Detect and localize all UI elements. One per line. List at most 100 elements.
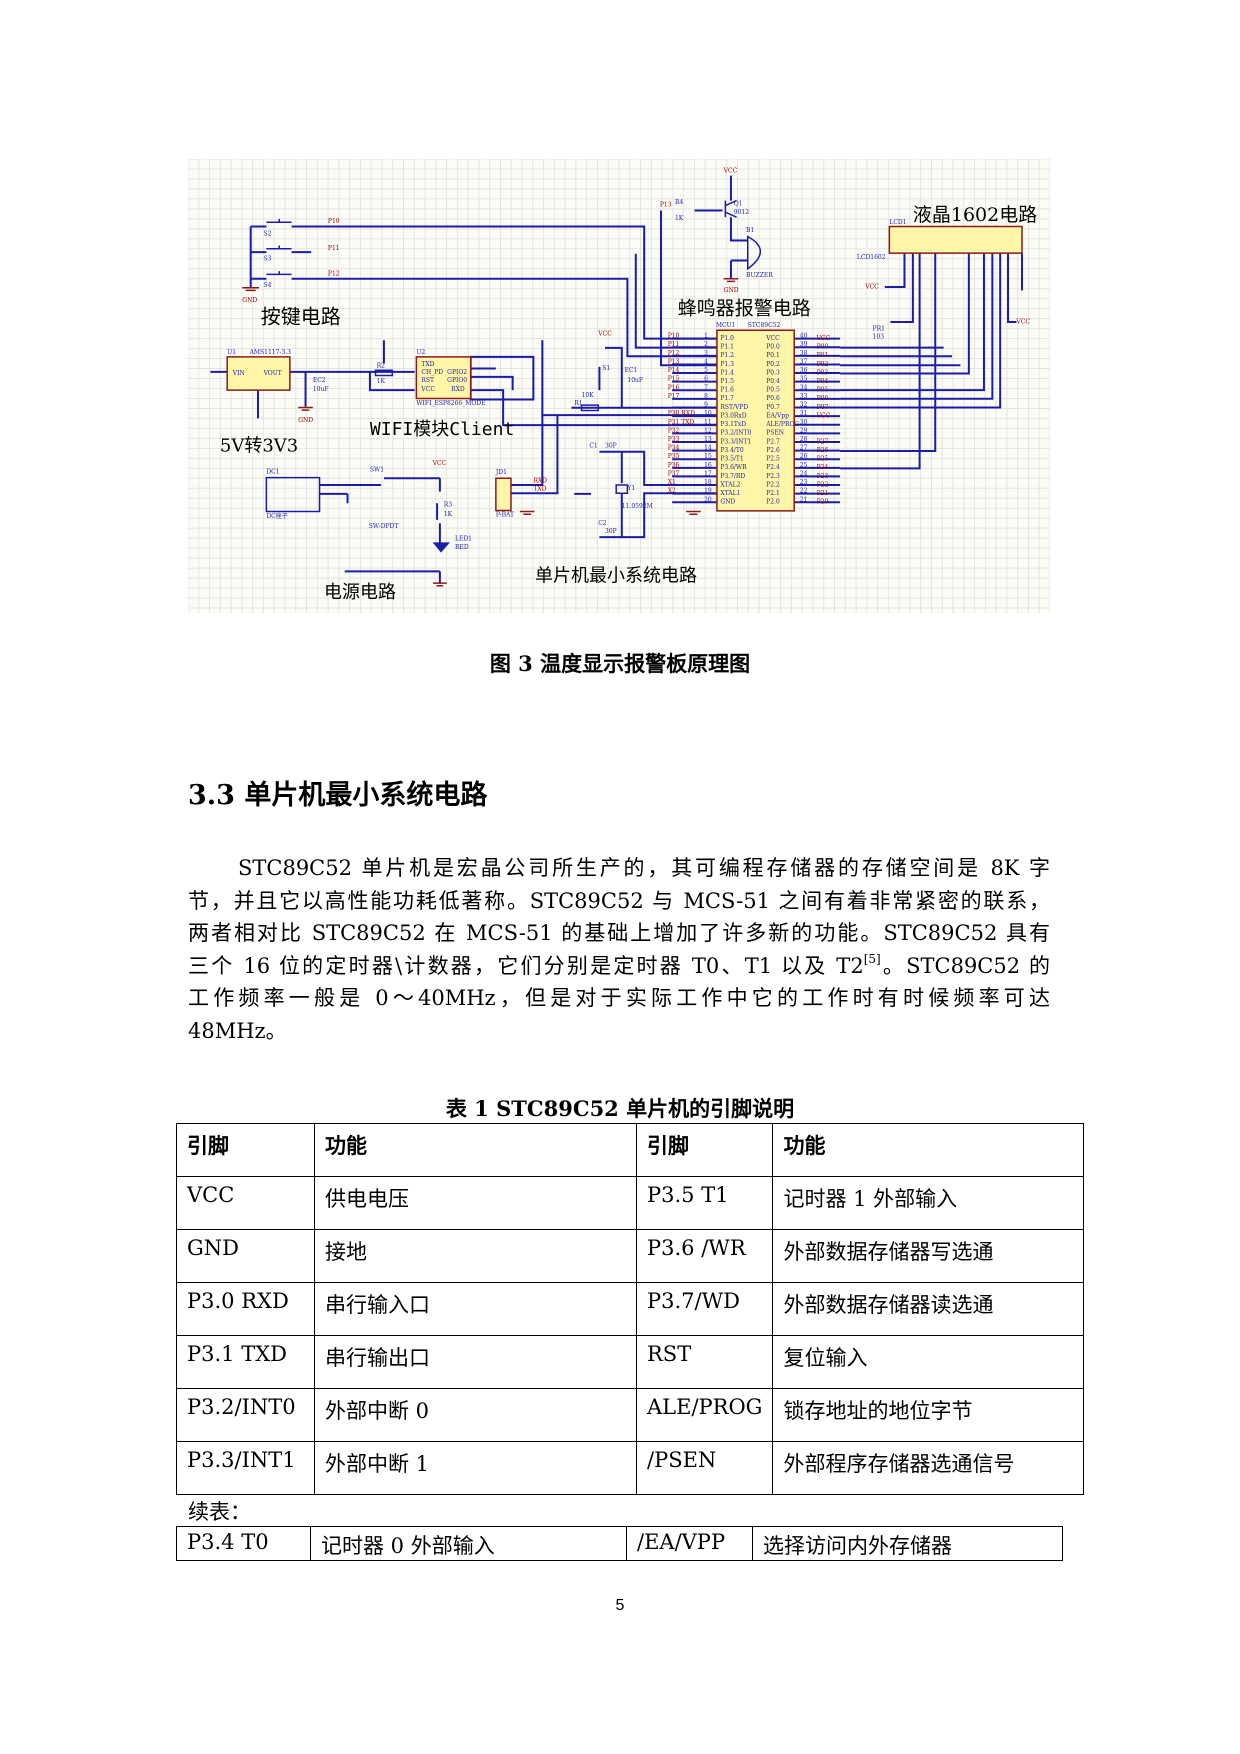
net-p10: P10 (328, 218, 340, 225)
part-s3: S3 (264, 255, 272, 262)
table-cell: 外部程序存储器选通信号 (772, 1441, 1084, 1495)
table-cell: 外部中断 1 (314, 1441, 637, 1495)
resistor-r1 (581, 405, 598, 410)
mcu-net-label: P03 (817, 369, 829, 376)
net-vcc-power: VCC (432, 460, 447, 467)
push-buttons (266, 219, 291, 275)
paragraph-text: 三个 16 位的定时器\计数器，它们分别是定时器 T0、T1 以及 T2 (188, 953, 864, 978)
mcu-pin-number: 8 (704, 393, 708, 400)
part-r2: R2 (377, 363, 386, 370)
mcu-pin-number: 38 (800, 350, 808, 357)
mcu-pin-label: P0.0 (766, 344, 780, 351)
part-y1: Y1 (626, 485, 635, 492)
paragraph-line: 三个 16 位的定时器\计数器，它们分别是定时器 T0、T1 以及 T2[5]。… (188, 950, 1050, 983)
part-ec2: EC2 (313, 377, 326, 384)
dc-jack (266, 478, 319, 512)
part-y1-value: 11.0592M (622, 503, 653, 510)
table-cell: 外部数据存储器读选通 (772, 1282, 1084, 1336)
mcu-pin-number: 31 (800, 410, 808, 417)
mcu-pin-number: 22 (800, 488, 808, 495)
mcu-pin-number: 21 (800, 496, 808, 503)
mcu-pin-number: 10 (704, 410, 712, 417)
part-c1: C1 (589, 442, 597, 449)
mcu-pin-number: 3 (704, 350, 708, 357)
mcu-pin-number: 12 (704, 427, 712, 434)
mcu-pin-label: P0.5 (766, 387, 780, 394)
mcu-pin-label: P0.6 (766, 395, 780, 402)
part-mcu-type: STC89C52 (748, 322, 781, 329)
table-cell: P3.1 TXD (176, 1335, 315, 1389)
part-led-color: RED (455, 544, 469, 551)
crystal-y1 (616, 485, 627, 493)
wire-lcd-bus (840, 253, 1022, 468)
part-s2: S2 (264, 230, 272, 237)
part-mcu-ref: MCU1 (716, 322, 736, 329)
mcu-net-label: P21 (817, 490, 829, 497)
table-cell: 外部数据存储器写选通 (772, 1229, 1084, 1283)
mcu-pin-number: 34 (800, 384, 808, 391)
part-q1: Q1 (734, 201, 743, 208)
label-power-circuit: 电源电路 (324, 582, 396, 603)
part-r1-value: 10K (581, 392, 594, 399)
table-cell: 记时器 0 外部输入 (310, 1526, 627, 1561)
header-cell: 引脚 (176, 1123, 315, 1177)
mcu-pin-number: 40 (800, 333, 808, 340)
part-dc1: DC1 (266, 468, 279, 475)
part-buzzer: BUZZER (746, 272, 773, 279)
net-vcc-reset: VCC (597, 330, 612, 337)
table-caption: 表 1 STC89C52 单片机的引脚说明 (445, 1096, 795, 1121)
mcu-chip (717, 330, 794, 511)
part-u1-type: AMS1117-3.3 (249, 349, 292, 356)
mcu-pin-label: RST/VPD (720, 404, 748, 411)
part-ec1: EC1 (625, 367, 638, 374)
pin-ch-pd: CH_PD (421, 369, 443, 376)
table-header-row: 引脚 功能 引脚 功能 (176, 1123, 1084, 1177)
schematic-labels: 按键电路 5V转3V3 WIFI模块Client 电源电路 单片机最小系统电路 … (220, 167, 1037, 603)
net-vcc-buzzer: VCC (723, 167, 738, 174)
pin-rst: RST (421, 377, 434, 384)
net-gnd-reg: GND (298, 417, 313, 424)
label-lcd-circuit: 液晶1602电路 (913, 204, 1037, 226)
table-cell: 选择访问内外存储器 (752, 1526, 1063, 1561)
mcu-pin-number: 18 (704, 479, 712, 486)
mcu-net-label: P14 (668, 367, 680, 374)
mcu-pin-number: 19 (704, 488, 712, 495)
table-cell: P3.5 T1 (635, 1176, 774, 1230)
mcu-pin-number: 14 (704, 445, 712, 452)
table-cell: P3.4 T0 (176, 1526, 311, 1561)
label-keys-circuit: 按键电路 (261, 305, 341, 329)
paragraph-line: 工作频率一般是 0～40MHz，但是对于实际工作中它的工作时有时候频率可达 (188, 986, 1050, 1011)
mcu-pin-number: 13 (704, 436, 712, 443)
mcu-net-label: P23 (817, 473, 829, 480)
wires (210, 176, 1022, 583)
wire-crystal (574, 452, 717, 537)
citation-reference[interactable]: [5] (863, 951, 881, 966)
continued-table: P3.4 T0 记时器 0 外部输入 /EA/VPP 选择访问内外存储器 (176, 1526, 1063, 1561)
mcu-pin-number: 1 (704, 333, 708, 340)
page-number: 5 (615, 1597, 625, 1614)
part-c1-value: 30P (605, 442, 617, 449)
part-r3-value: 1K (444, 511, 453, 518)
table-cell: GND (176, 1229, 315, 1283)
mcu-pin-label: PSEN (766, 430, 784, 437)
mcu-pin-number: 28 (800, 436, 808, 443)
figure-caption: 图 3 温度显示报警板原理图 (489, 651, 751, 676)
mcu-pin-label: P3.2/INT0 (720, 430, 751, 437)
part-u1: U1 (227, 349, 236, 356)
mcu-pin-number: 5 (704, 367, 708, 374)
wire-buzzer (661, 176, 748, 366)
part-ec1-value: 10uF (627, 377, 643, 384)
net-gnd-buzzer: GND (724, 287, 739, 294)
mcu-pin-label: XTAL2 (720, 481, 740, 488)
table-cell: 供电电压 (314, 1176, 637, 1230)
pin-rxd: RXD (451, 386, 465, 393)
net-gnd-keys: GND (242, 297, 257, 304)
part-s4: S4 (264, 282, 272, 289)
paragraph-line: STC89C52 单片机是宏晶公司所生产的，其可编程存储器的存储空间是 8K 字 (238, 856, 1050, 880)
buzzer-b1 (748, 236, 761, 268)
part-sw-type: SW-DPDT (369, 523, 399, 530)
mcu-net-label: P35 (668, 453, 680, 460)
mcu-pin-label: P2.5 (766, 456, 780, 463)
